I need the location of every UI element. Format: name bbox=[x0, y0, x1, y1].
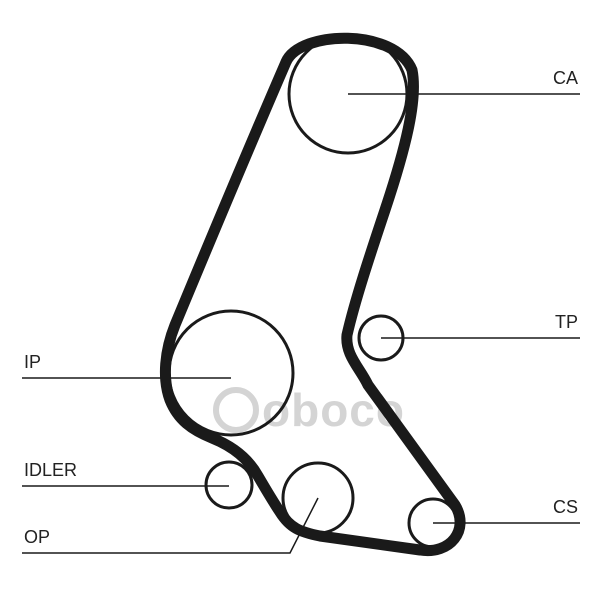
pulley-op bbox=[281, 461, 355, 535]
watermark-logo-icon bbox=[213, 387, 259, 433]
label-tp: TP bbox=[555, 312, 578, 332]
label-idler: IDLER bbox=[24, 460, 77, 480]
label-op: OP bbox=[24, 527, 50, 547]
leader-line-op bbox=[22, 497, 319, 554]
pulley-ip bbox=[167, 309, 295, 437]
timing-belt bbox=[160, 32, 466, 557]
pulley-idler bbox=[204, 460, 254, 510]
label-ca: CA bbox=[553, 68, 578, 88]
label-cs: CS bbox=[553, 497, 578, 517]
label-ip: IP bbox=[24, 352, 41, 372]
